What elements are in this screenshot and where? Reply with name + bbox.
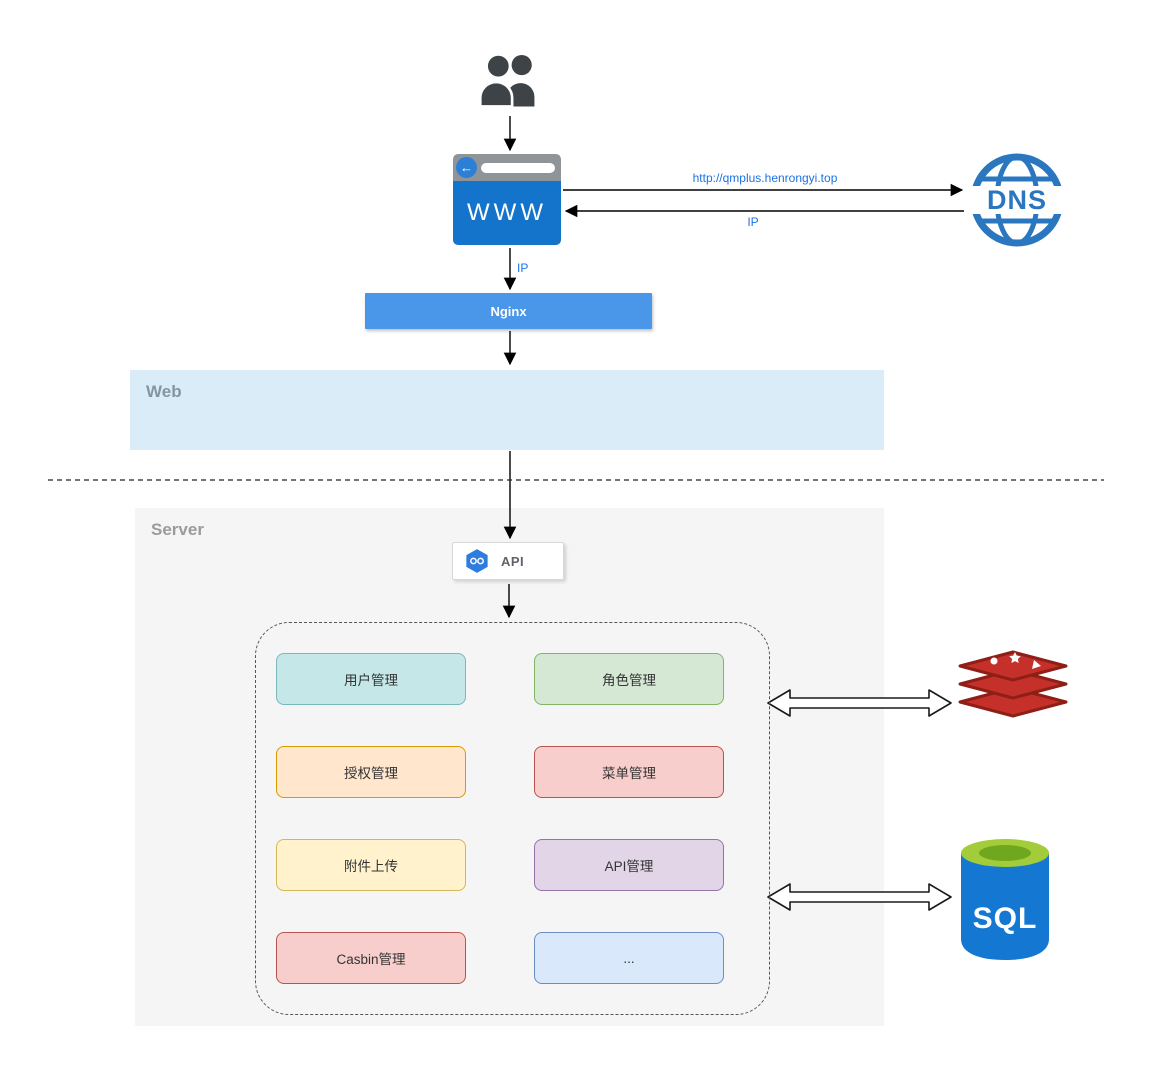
api-label: API (501, 553, 525, 569)
back-arrow-icon: ← (456, 157, 477, 178)
redis-icon (958, 650, 1068, 718)
edge-label-dns-ip: IP (747, 215, 759, 229)
module-box-2: 角色管理 (534, 653, 724, 705)
browser-address-bar (481, 163, 555, 173)
edge-label-request-url: http://qmplus.henrongyi.top (692, 171, 838, 185)
sql-label: SQL (973, 902, 1038, 935)
dns-band (964, 186, 1070, 214)
module-box-1: 用户管理 (276, 653, 466, 705)
nginx-label: Nginx (490, 303, 527, 319)
modules-container: 用户管理 角色管理授权管理 菜单管理附件上传 API管理 Casbin管理... (255, 622, 770, 1015)
modules-redis-arrow (767, 689, 952, 717)
module-box-4: 菜单管理 (534, 746, 724, 798)
sql-database-icon: SQL (961, 839, 1049, 960)
module-box-6: API管理 (534, 839, 724, 891)
module-box-3: 授权管理 (276, 746, 466, 798)
module-grid: 用户管理 角色管理授权管理 菜单管理附件上传 API管理 Casbin管理... (276, 653, 724, 984)
web-zone-label: Web (146, 382, 182, 401)
redis-decorations (990, 652, 1041, 669)
module-box-8: ... (534, 932, 724, 984)
browser-window: ← WWW (453, 154, 561, 245)
browser-title-bar: ← (453, 154, 561, 181)
dns-globe-icon: DNS (964, 153, 1070, 247)
web-zone: Web (130, 370, 884, 450)
dns-label: DNS (987, 185, 1047, 215)
browser-content: WWW (453, 181, 561, 245)
module-box-5: 附件上传 (276, 839, 466, 891)
browser-title: WWW (467, 199, 547, 226)
users-icon (478, 53, 535, 108)
edge-label-nginx-ip: IP (517, 261, 529, 275)
server-zone-label: Server (151, 520, 204, 539)
module-box-7: Casbin管理 (276, 932, 466, 984)
nginx-node: Nginx (365, 293, 652, 329)
modules-sql-arrow (767, 883, 952, 911)
api-badge: API (452, 542, 564, 580)
api-hexagon-icon (466, 549, 488, 573)
